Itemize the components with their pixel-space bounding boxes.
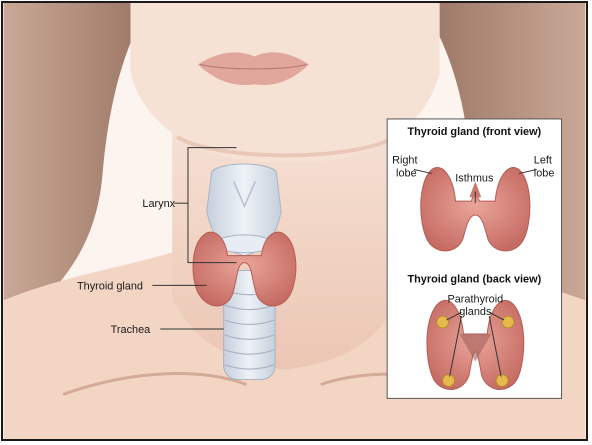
- isthmus-label: Isthmus: [455, 172, 494, 184]
- left-lobe-label-line2: lobe: [534, 167, 555, 179]
- parathyroid-label-line1: Parathyroid: [447, 293, 503, 305]
- front-view-title: Thyroid gland (front view): [407, 126, 541, 138]
- back-view-title: Thyroid gland (back view): [407, 273, 541, 285]
- trachea-label: Trachea: [111, 324, 151, 336]
- thyroid-gland-label: Thyroid gland: [77, 280, 143, 292]
- parathyroid-label-line2: glands: [459, 306, 492, 318]
- inset-panel: Thyroid gland (front view) Right lobe Is…: [387, 119, 561, 398]
- left-lobe-label-line1: Left: [534, 155, 552, 167]
- thyroid-anatomy-illustration: Larynx Thyroid gland Trachea Thyroid gla…: [3, 3, 586, 439]
- larynx-label: Larynx: [142, 198, 175, 210]
- right-lobe-label-line2: lobe: [396, 167, 417, 179]
- right-lobe-label-line1: Right: [392, 155, 417, 167]
